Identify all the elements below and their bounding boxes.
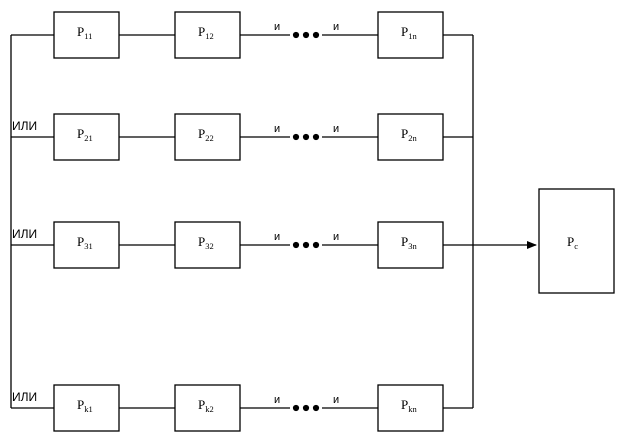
block-label-base: P xyxy=(401,126,408,141)
block-P3n: P3n xyxy=(377,221,444,269)
row-3-or-label: ИЛИ xyxy=(12,227,37,241)
row-3-ellipsis-dot xyxy=(302,241,310,249)
block-P22: P22 xyxy=(174,113,241,161)
block-label-sub: 11 xyxy=(84,31,92,41)
row-2-and-label-left: и xyxy=(274,123,280,135)
row-2-and-label-right: и xyxy=(333,123,339,135)
block-label-sub: 22 xyxy=(205,133,214,143)
block-P12: P12 xyxy=(174,11,241,59)
block-P31: P31 xyxy=(53,221,120,269)
row-4-or-label: ИЛИ xyxy=(12,390,37,404)
block-label-base: P xyxy=(401,24,408,39)
block-label: Pkn xyxy=(401,397,417,414)
block-label-base: P xyxy=(198,24,205,39)
block-label-base: P xyxy=(198,397,205,412)
block-label-sub: 32 xyxy=(205,241,214,251)
row-3-ellipsis-dot xyxy=(292,241,300,249)
block-rect xyxy=(377,11,444,59)
output-block-rect xyxy=(538,188,615,294)
row-1-and-label-left: и xyxy=(274,21,280,33)
row-4-and-label-left: и xyxy=(274,394,280,406)
block-label-sub: kn xyxy=(408,404,417,414)
block-P2n: P2n xyxy=(377,113,444,161)
row-2-or-label: ИЛИ xyxy=(12,119,37,133)
block-rect xyxy=(53,113,120,161)
row-4-ellipsis-dot xyxy=(292,404,300,412)
output-block: Pc xyxy=(538,188,615,294)
block-rect xyxy=(53,11,120,59)
block-label: P2n xyxy=(401,126,417,143)
row-2-ellipsis-dot xyxy=(292,133,300,141)
block-label: P22 xyxy=(198,126,214,143)
row-1-ellipsis-dot xyxy=(292,31,300,39)
row-2-ellipsis-dot xyxy=(302,133,310,141)
row-4-and-label-right: и xyxy=(333,394,339,406)
block-P11: P11 xyxy=(53,11,120,59)
block-P32: P32 xyxy=(174,221,241,269)
block-label-base: P xyxy=(401,234,408,249)
block-P21: P21 xyxy=(53,113,120,161)
block-rect xyxy=(53,384,120,432)
row-1-ellipsis-dot xyxy=(302,31,310,39)
block-rect xyxy=(377,221,444,269)
block-Pk1: Pk1 xyxy=(53,384,120,432)
block-label: Pk1 xyxy=(77,397,93,414)
block-rect xyxy=(174,384,241,432)
block-label-base: P xyxy=(77,24,84,39)
block-label: P32 xyxy=(198,234,214,251)
block-label-base: P xyxy=(77,126,84,141)
block-label-base: P xyxy=(77,234,84,249)
block-label: P1n xyxy=(401,24,417,41)
block-label: Pk2 xyxy=(198,397,214,414)
block-Pk2: Pk2 xyxy=(174,384,241,432)
block-label-sub: 3n xyxy=(408,241,417,251)
output-block-base: P xyxy=(567,234,574,249)
row-3-and-label-right: и xyxy=(333,231,339,243)
block-rect xyxy=(53,221,120,269)
output-block-sub: c xyxy=(574,241,578,251)
block-rect xyxy=(377,113,444,161)
block-label-sub: 1n xyxy=(408,31,417,41)
block-rect xyxy=(174,113,241,161)
block-label-sub: 2n xyxy=(408,133,417,143)
block-P1n: P1n xyxy=(377,11,444,59)
block-label-base: P xyxy=(77,397,84,412)
row-3-ellipsis-dot xyxy=(312,241,320,249)
block-label-base: P xyxy=(401,397,408,412)
row-3-and-label-left: и xyxy=(274,231,280,243)
block-label-base: P xyxy=(198,234,205,249)
row-2-ellipsis-dot xyxy=(312,133,320,141)
block-rect xyxy=(174,221,241,269)
block-label-sub: 12 xyxy=(205,31,214,41)
block-label-sub: k1 xyxy=(84,404,93,414)
block-label: P3n xyxy=(401,234,417,251)
block-label-base: P xyxy=(198,126,205,141)
block-Pkn: Pkn xyxy=(377,384,444,432)
row-4-ellipsis-dot xyxy=(312,404,320,412)
block-rect xyxy=(174,11,241,59)
output-block-label: Pc xyxy=(567,234,578,251)
block-label: P21 xyxy=(77,126,93,143)
block-label: P12 xyxy=(198,24,214,41)
row-4-ellipsis-dot xyxy=(302,404,310,412)
block-label: P31 xyxy=(77,234,93,251)
block-label-sub: k2 xyxy=(205,404,214,414)
row-1-and-label-right: и xyxy=(333,21,339,33)
row-1-ellipsis-dot xyxy=(312,31,320,39)
block-label-sub: 31 xyxy=(84,241,93,251)
block-label-sub: 21 xyxy=(84,133,93,143)
block-rect xyxy=(377,384,444,432)
block-label: P11 xyxy=(77,24,92,41)
